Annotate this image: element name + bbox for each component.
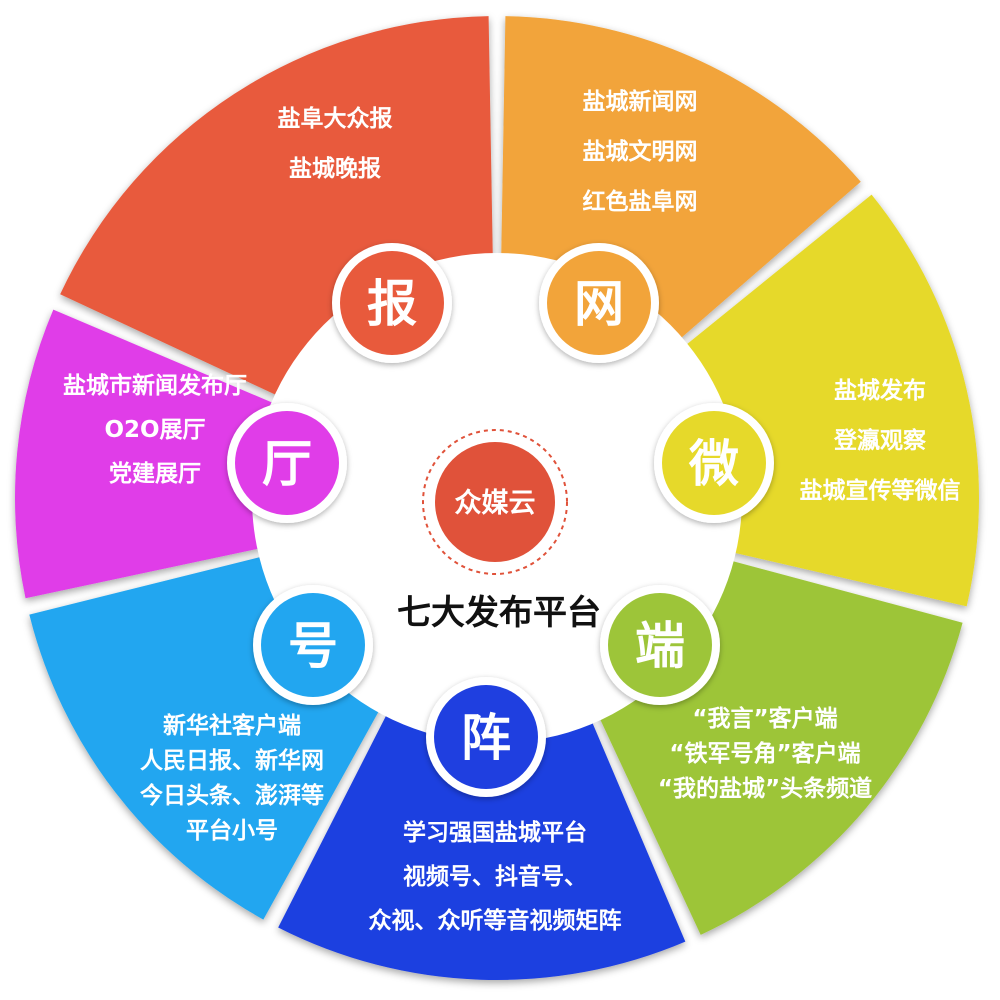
segment-wang-line-3: 红色盐阜网	[583, 188, 698, 215]
segment-bao-line-1: 盐阜大众报	[278, 105, 393, 132]
segment-bao	[60, 16, 493, 401]
icon-label-hao: 号	[288, 617, 338, 675]
icon-circle-ting	[235, 411, 339, 515]
segment-duan-line-2: “铁军号角”客户端	[669, 740, 860, 767]
icon-circle-zhen	[434, 685, 538, 789]
segment-wei-line-2: 登瀛观察	[833, 427, 927, 454]
icon-circle-hao	[261, 593, 365, 697]
segment-wei-line-3: 盐城宣传等微信	[800, 477, 961, 504]
segment-bao-line-2: 盐城晚报	[289, 155, 381, 182]
segment-zhen-line-1: 学习强国盐城平台	[403, 819, 587, 846]
segment-wang-line-2: 盐城文明网	[583, 138, 698, 165]
icon-label-zhen: 阵	[461, 709, 511, 767]
icon-label-wang: 网	[574, 275, 624, 333]
icon-node-zhen: 阵	[426, 677, 546, 797]
segment-ting	[15, 309, 286, 599]
icon-node-wei: 微	[654, 403, 774, 523]
icon-circle-wei	[662, 411, 766, 515]
icon-node-wang: 网	[539, 243, 659, 363]
icon-label-ting: 厅	[262, 435, 312, 493]
diagram-title: 七大发布平台	[397, 593, 601, 633]
icon-node-duan: 端	[600, 585, 720, 705]
center-node: 众媒云	[422, 429, 568, 575]
segment-zhen-line-2: 视频号、抖音号、	[403, 863, 587, 890]
segment-zhen-line-3: 众视、众听等音视频矩阵	[369, 907, 622, 934]
segment-duan-line-3: “我的盐城”头条频道	[658, 775, 872, 802]
segment-hao-line-1: 新华社客户端	[163, 712, 301, 739]
segment-ting-line-3: 党建展厅	[109, 461, 201, 487]
icon-label-duan: 端	[635, 617, 685, 675]
icon-node-ting: 厅	[227, 403, 347, 523]
center-dashed-ring	[422, 429, 568, 575]
center-circle	[435, 442, 555, 562]
segment-wang-line-1: 盐城新闻网	[583, 88, 698, 115]
center-label: 众媒云	[455, 487, 536, 519]
icon-circle-duan	[608, 593, 712, 697]
icon-circle-wang	[547, 251, 651, 355]
segment-ting-line-1: 盐城市新闻发布厅	[63, 372, 247, 399]
segment-hao-line-2: 人民日报、新华网	[140, 747, 324, 774]
icon-label-wei: 微	[688, 435, 739, 493]
icon-label-bao: 报	[367, 275, 417, 333]
segment-hao-line-3: 今日头条、澎湃等	[140, 782, 324, 809]
icon-circle-bao	[340, 251, 444, 355]
icon-node-bao: 报	[332, 243, 452, 363]
segment-wei-line-1: 盐城发布	[834, 377, 926, 404]
segment-zhen	[278, 702, 686, 980]
segment-ting-line-2: O2O展厅	[104, 417, 205, 443]
segment-hao-line-4: 平台小号	[186, 817, 278, 844]
icon-node-hao: 号	[253, 585, 373, 705]
segment-duan-line-1: “我言”客户端	[692, 705, 837, 732]
